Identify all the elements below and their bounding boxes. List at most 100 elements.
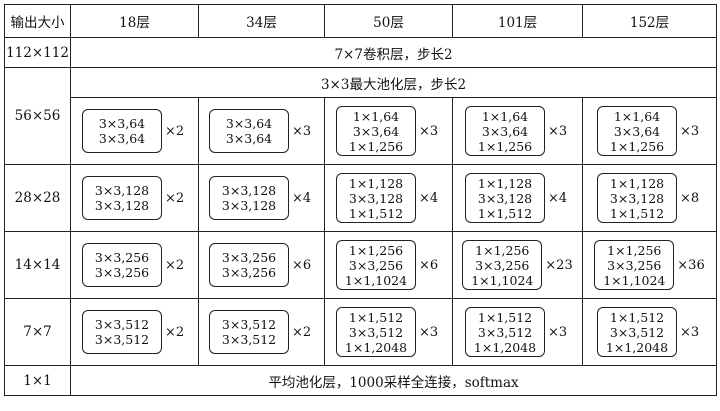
stage-output-size: 7×7 [4,298,71,366]
block-repeat-count: ×3 [548,324,568,340]
final-description: 平均池化层，1000采样全连接，softmax [70,365,717,396]
block-layer-spec: 1×1,128 [477,175,533,191]
block-repeat-count: ×3 [680,123,700,139]
block-layer-spec: 1×1,256 [477,138,533,154]
block-layer-spec: 1×1,2048 [473,339,537,355]
block-repeat-count: ×4 [548,190,568,206]
block-layer-spec: 1×1,1024 [471,272,534,288]
block-layer-spec: 3×3,128 [94,183,150,198]
block-layer-spec: 1×1,1024 [344,272,408,288]
header-34-layer: 34层 [198,4,325,38]
final-output-size: 1×1 [4,365,71,396]
block-layer-spec: 1×1,64 [352,108,400,124]
block-repeat-count: ×4 [419,190,439,206]
block-layer-spec: 3×3,128 [221,198,277,213]
block-layer-spec: 3×3,512 [348,324,404,340]
block-layer-spec: 1×1,512 [348,205,404,221]
block-layer-spec: 3×3,512 [221,317,277,332]
block-repeat-count: ×3 [548,123,568,139]
block-repeat-count: ×8 [680,190,700,206]
block-layer-spec: 1×1,256 [348,138,404,154]
resnet-architecture-table: 输出大小 18层 34层 50层 101层 152层 112×112 7×7卷积… [4,4,717,396]
conv1-description: 7×7卷积层，步长2 [70,37,717,68]
maxpool-description: 3×3最大池化层，步长2 [70,67,717,98]
block-layer-spec: 3×3,128 [221,183,277,198]
block-layer-spec: 1×1,512 [609,205,665,221]
block-repeat-count: ×2 [292,324,312,340]
pool-row: 56×56 3×3最大池化层，步长2 [4,67,717,165]
block-repeat-count: ×6 [419,257,439,273]
block-repeat-count: ×2 [165,257,185,273]
header-152-layer: 152层 [582,4,717,38]
block-layer-spec: 1×1,256 [475,242,530,258]
block-layer-spec: 1×1,2048 [344,339,408,355]
block-repeat-count: ×2 [165,123,185,139]
block-layer-spec: 3×3,256 [221,250,277,265]
block-layer-spec: 3×3,256 [221,265,277,280]
block-layer-spec: 3×3,512 [477,324,533,340]
block-layer-spec: 3×3,64 [352,123,400,139]
block-layer-spec: 3×3,128 [477,190,533,206]
block-layer-spec: 1×1,128 [348,175,404,191]
block-repeat-count: ×3 [419,324,439,340]
block-layer-spec: 3×3,512 [609,324,665,340]
block-layer-spec: 3×3,256 [607,257,662,273]
block-layer-spec: 3×3,128 [609,190,665,206]
header-50-layer: 50层 [324,4,453,38]
block-layer-spec: 3×3,128 [348,190,404,206]
block-layer-spec: 1×1,256 [607,242,662,258]
block-layer-spec: 3×3,128 [94,198,150,213]
stage-output-size: 14×14 [4,231,71,299]
block-layer-spec: 3×3,512 [221,332,277,347]
block-layer-spec: 1×1,128 [609,175,665,191]
block-layer-spec: 1×1,512 [609,309,665,325]
block-layer-spec: 3×3,512 [94,317,150,332]
block-repeat-count: ×23 [545,257,573,273]
header-18-layer: 18层 [70,4,199,38]
block-layer-spec: 1×1,512 [348,309,404,325]
block-repeat-count: ×2 [165,324,185,340]
header-row: 输出大小 18层 34层 50层 101层 152层 [4,4,717,38]
block-layer-spec: 1×1,256 [609,138,665,154]
block-layer-spec: 3×3,512 [94,332,150,347]
block-layer-spec: 1×1,2048 [605,339,669,355]
block-repeat-count: ×3 [419,123,439,139]
